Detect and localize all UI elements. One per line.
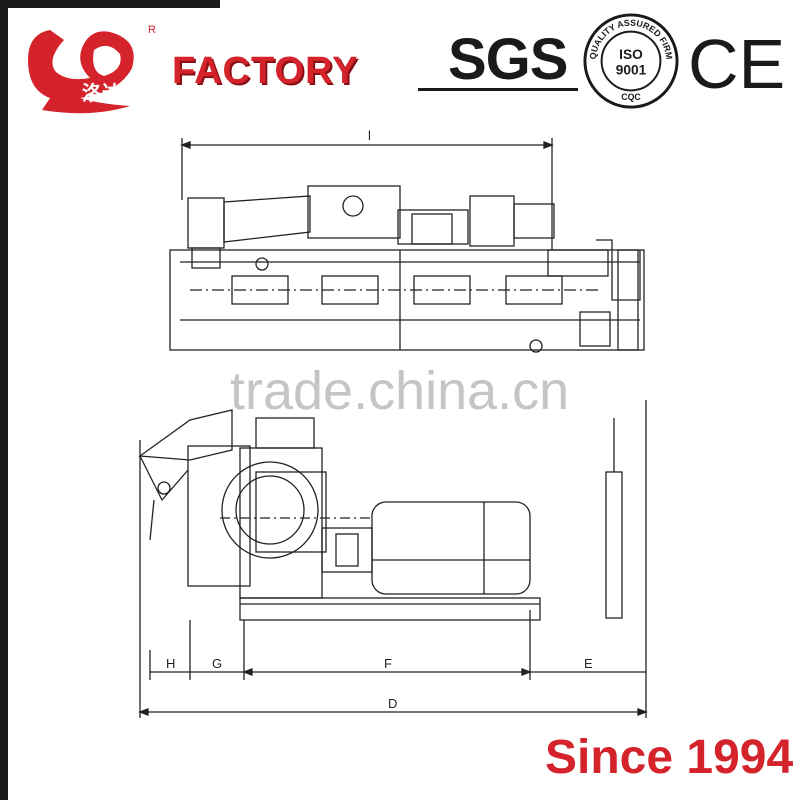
dim-label-h: H: [166, 656, 175, 671]
dim-label-g: G: [212, 656, 222, 671]
sgs-underline: [418, 88, 578, 91]
since-tagline: Since 1994: [545, 731, 794, 784]
side-view: [138, 409, 623, 621]
dim-label-f: F: [384, 656, 392, 671]
iso-line1: ISO: [619, 47, 643, 62]
registered-mark: R: [148, 24, 156, 36]
dim-bottom: H G F E D: [138, 400, 648, 718]
dim-length: l: [180, 128, 554, 250]
logo-text: 洛达: [82, 81, 122, 105]
iso-seal: QUALITY ASSURED FIRM ISO 9001 CQC: [583, 13, 679, 109]
sgs-mark: SGS: [448, 27, 568, 92]
machine-drawing: l: [138, 128, 648, 718]
frame-top: [0, 0, 220, 8]
dim-label-length: l: [368, 128, 371, 143]
headline: FACTORY: [172, 50, 359, 92]
brand-logo: 洛达: [28, 30, 134, 114]
dim-label-e: E: [584, 656, 593, 671]
iso-bottom: CQC: [621, 92, 641, 102]
iso-line2: 9001: [616, 63, 647, 78]
top-view: [169, 185, 645, 353]
frame-edge: [0, 0, 8, 800]
ce-mark: CE: [688, 25, 786, 103]
watermark: trade.china.cn: [230, 361, 570, 421]
dim-label-d: D: [388, 696, 397, 711]
